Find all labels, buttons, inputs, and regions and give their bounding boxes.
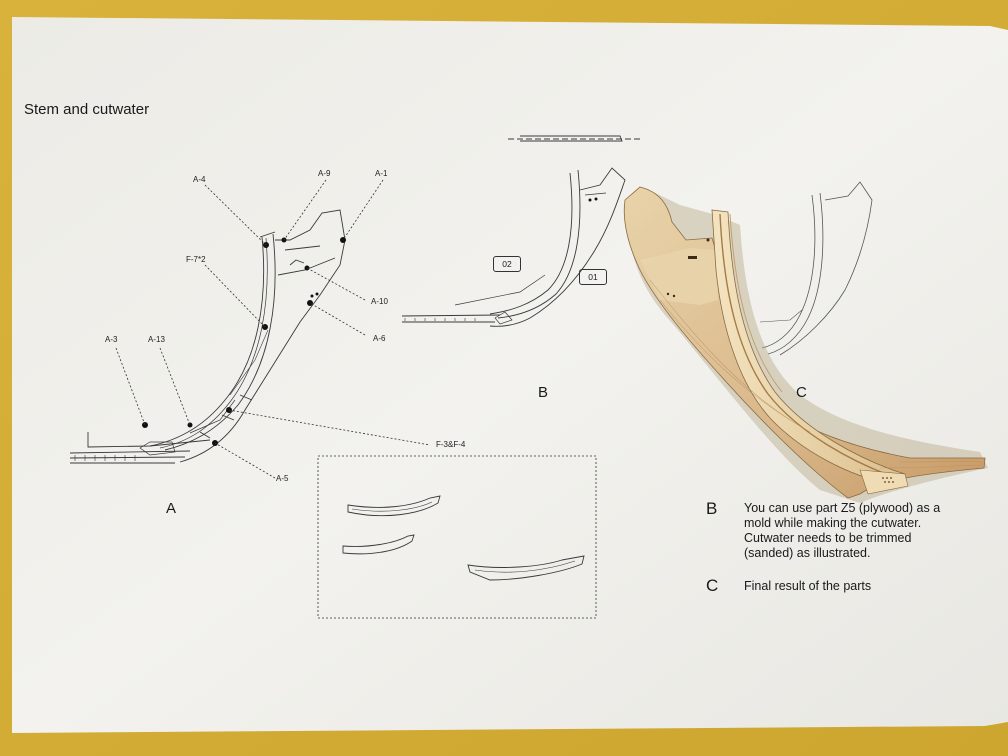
- step-tag-02: 02: [493, 256, 521, 272]
- figure-b-drawing: [401, 135, 640, 327]
- part-label-f3-f4: F-3&F-4: [436, 440, 466, 449]
- wooden-stem-parts: [623, 186, 988, 503]
- note-b-letter: B: [706, 499, 718, 518]
- paper-sheet: [12, 17, 1008, 733]
- note-c-text: Final result of the parts: [744, 579, 872, 593]
- figure-a-leader-lines: [115, 179, 431, 479]
- figure-b-dots: [588, 197, 598, 202]
- part-label-a13: A-13: [148, 335, 165, 344]
- detail-inset-parts: [342, 495, 585, 581]
- part-label-a1: A-1: [375, 169, 388, 178]
- part-label-a10: A-10: [371, 297, 388, 306]
- figure-a-letter: A: [166, 500, 177, 517]
- figure-c-letter: C: [796, 384, 807, 401]
- part-label-f72: F-7*2: [186, 255, 206, 264]
- step-tag-01: 01: [579, 269, 607, 285]
- figure-a-drawing: [69, 209, 346, 464]
- note-b-text: You can use part Z5 (plywood) as a mold …: [744, 501, 941, 560]
- part-label-a6: A-6: [373, 334, 386, 343]
- page-title: Stem and cutwater: [24, 101, 150, 118]
- part-label-a5: A-5: [276, 474, 289, 483]
- part-label-a4: A-4: [193, 175, 206, 184]
- part-label-a9: A-9: [318, 169, 331, 178]
- figure-b-letter: B: [538, 384, 549, 401]
- part-label-a3: A-3: [105, 335, 118, 344]
- note-c-letter: C: [706, 576, 719, 595]
- figure-c-drawing: [759, 181, 873, 356]
- figure-a-callout-dots: [142, 237, 346, 446]
